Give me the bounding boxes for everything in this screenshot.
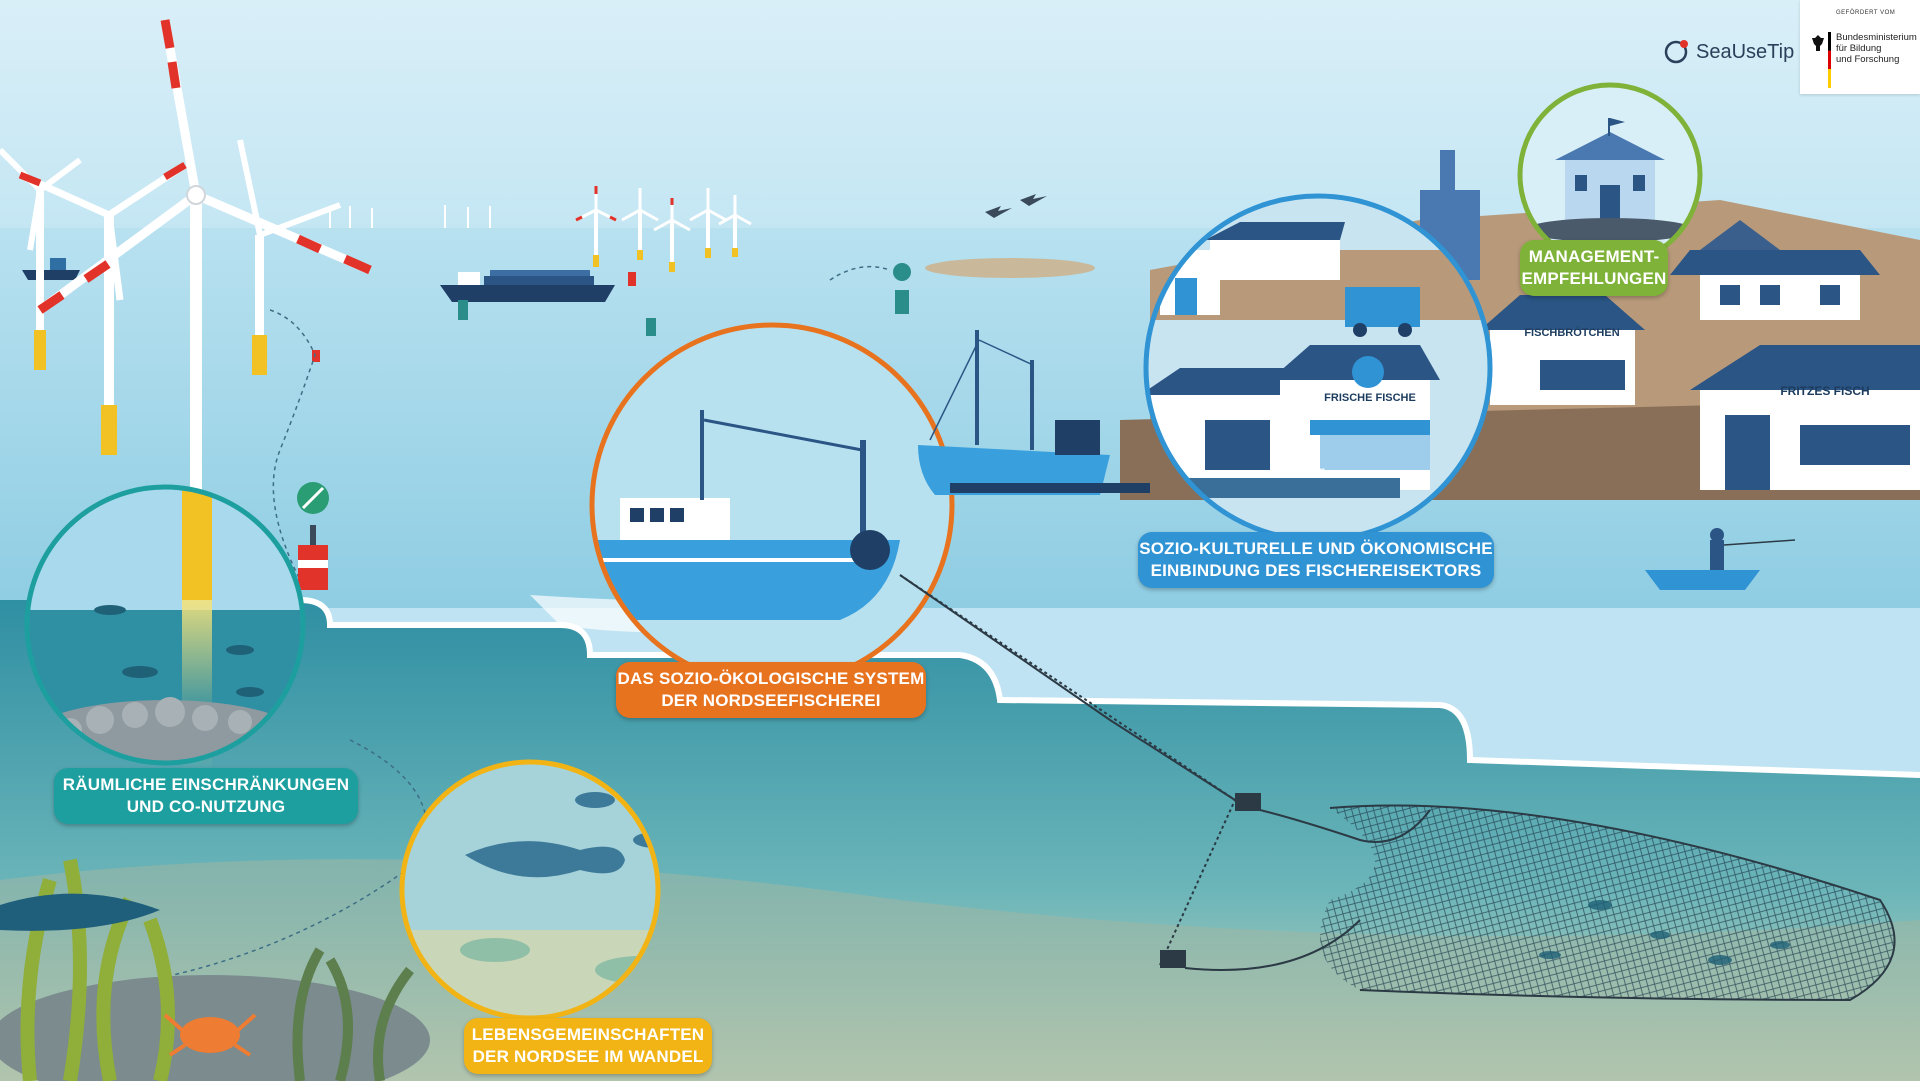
sign-fish-rolls: FISCHBRÖTCHEN: [1524, 327, 1620, 339]
management-circle: [1517, 82, 1703, 268]
mid-turbines: [575, 186, 752, 272]
sign-fritzes-fisch: FRITZES FISCH: [1780, 384, 1870, 398]
topic-management-recommendations[interactable]: MANAGEMENT- EMPFEHLUNGEN: [1520, 240, 1668, 296]
socio-cultural-circle: [1143, 193, 1493, 543]
birds: [985, 194, 1047, 218]
crab-icon: [163, 1013, 257, 1057]
seausetip-logo: SeaUseTip: [1696, 38, 1794, 66]
social-ecological-circle: [589, 322, 955, 688]
fish-icon: [94, 605, 264, 697]
communities-circle: [399, 759, 661, 1021]
restriction-buoy: [297, 482, 329, 590]
bmbf-sponsor-logo: GEFÖRDERT VOM Bundesministerium für Bild…: [1800, 0, 1920, 94]
federal-eagle-icon: [1812, 35, 1824, 51]
topic-communities-in-transition[interactable]: LEBENSGEMEINSCHAFTEN DER NORDSEE IM WAND…: [464, 1018, 712, 1074]
seausetip-logo-mark: [1664, 40, 1688, 64]
ministry-name: Bundesministerium für Bildung und Forsch…: [1836, 32, 1917, 65]
town-hall-icon: [1555, 118, 1665, 228]
docked-trawler: [918, 330, 1150, 495]
container-ship-icon: [440, 270, 615, 302]
harbour-buildings: [1420, 150, 1920, 490]
seausetip-name: SeaUseTip: [1696, 40, 1795, 63]
dashed-lines: [149, 265, 891, 981]
topic-socio-cultural-integration[interactable]: SOZIO-KULTURELLE UND ÖKONOMISCHE EINBIND…: [1138, 532, 1494, 588]
sandbank: [925, 258, 1095, 278]
german-flag-stripe: [1828, 32, 1831, 88]
angler-boat: [1645, 528, 1796, 590]
sponsor-note: GEFÖRDERT VOM: [1836, 10, 1896, 16]
topic-social-ecological-system[interactable]: DAS SOZIO-ÖKOLOGISCHE SYSTEM DER NORDSEE…: [616, 662, 926, 718]
trawl-net-icon: [899, 574, 1896, 1002]
sign-price-per-kg: €/kg: [1304, 466, 1325, 477]
water-line: [299, 597, 1920, 778]
buoy-icon: [312, 263, 911, 362]
sign-fresh-fish: FRISCHE FISCHE: [1324, 392, 1416, 404]
topic-spatial-restrictions[interactable]: RÄUMLICHE EINSCHRÄNKUNGEN UND CO-NUTZUNG: [54, 768, 358, 824]
wind-turbine-icon: [0, 19, 372, 595]
